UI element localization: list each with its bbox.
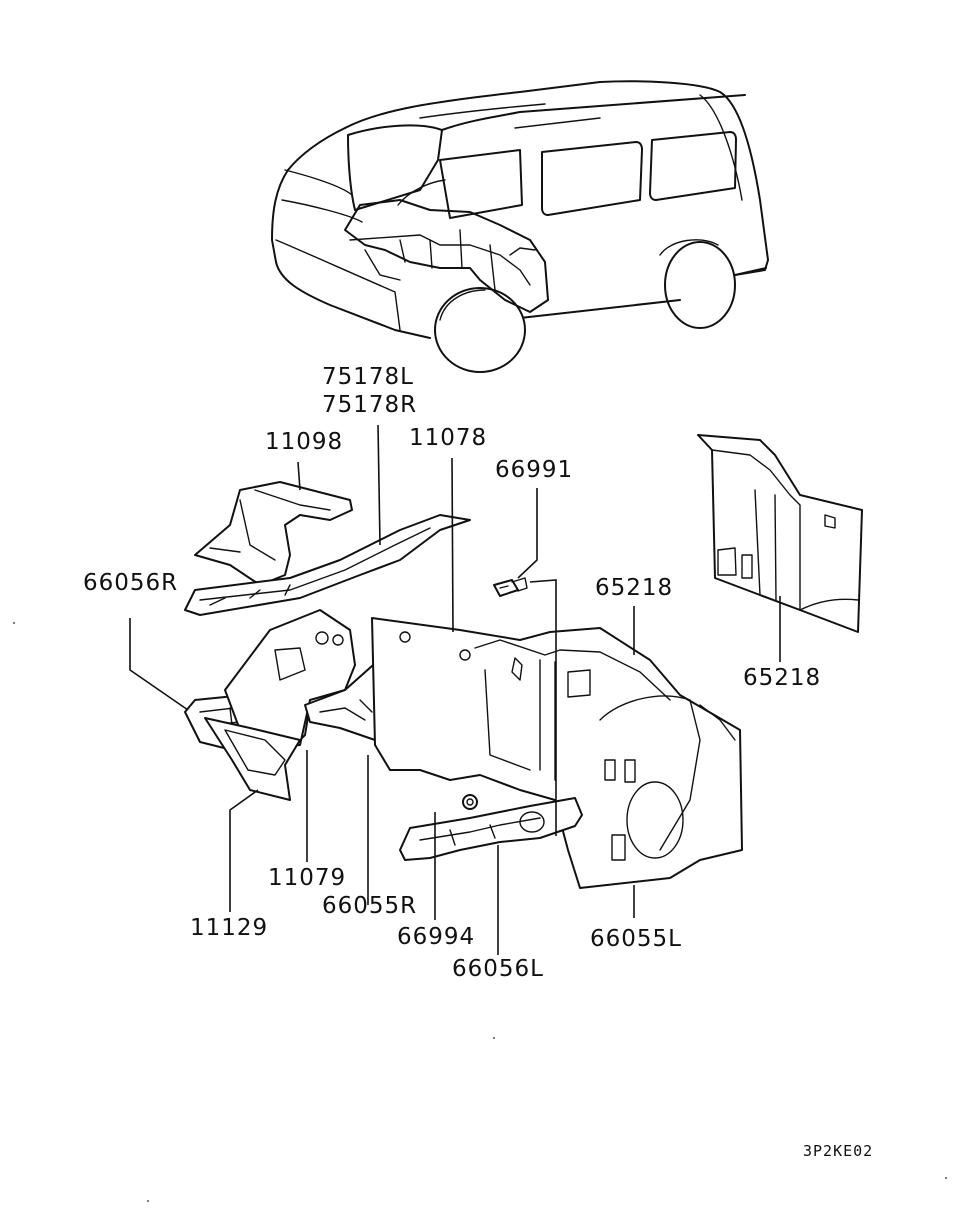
drawing-code: 3P2KE02 [803, 1142, 873, 1160]
label-66056L: 66056L [452, 956, 544, 982]
part-66056L [399, 797, 583, 861]
label-66055R: 66055R [322, 893, 417, 919]
leader-lines [129, 424, 781, 955]
label-65218-right: 65218 [743, 665, 821, 691]
label-66056R: 66056R [83, 570, 178, 596]
label-11098: 11098 [265, 429, 343, 455]
part-75178 [184, 514, 471, 616]
van-illustration [271, 80, 769, 373]
label-65218-top: 65218 [595, 575, 673, 601]
part-66991-bolt [493, 577, 528, 597]
label-75178R: 75178R [322, 392, 417, 418]
label-11079: 11079 [268, 865, 346, 891]
label-66055L: 66055L [590, 926, 682, 952]
callout-labels: 75178L 75178R 11098 11078 66991 66056R 6… [83, 364, 821, 982]
label-11129: 11129 [190, 915, 268, 941]
part-11129 [204, 717, 301, 801]
label-66994: 66994 [397, 924, 475, 950]
label-66991: 66991 [495, 457, 573, 483]
scan-specks [13, 622, 947, 1202]
part-65218-panel [697, 434, 863, 633]
part-66994-clip [462, 794, 478, 810]
label-11078: 11078 [409, 425, 487, 451]
part-11078 [371, 617, 743, 889]
label-75178L: 75178L [322, 364, 414, 390]
